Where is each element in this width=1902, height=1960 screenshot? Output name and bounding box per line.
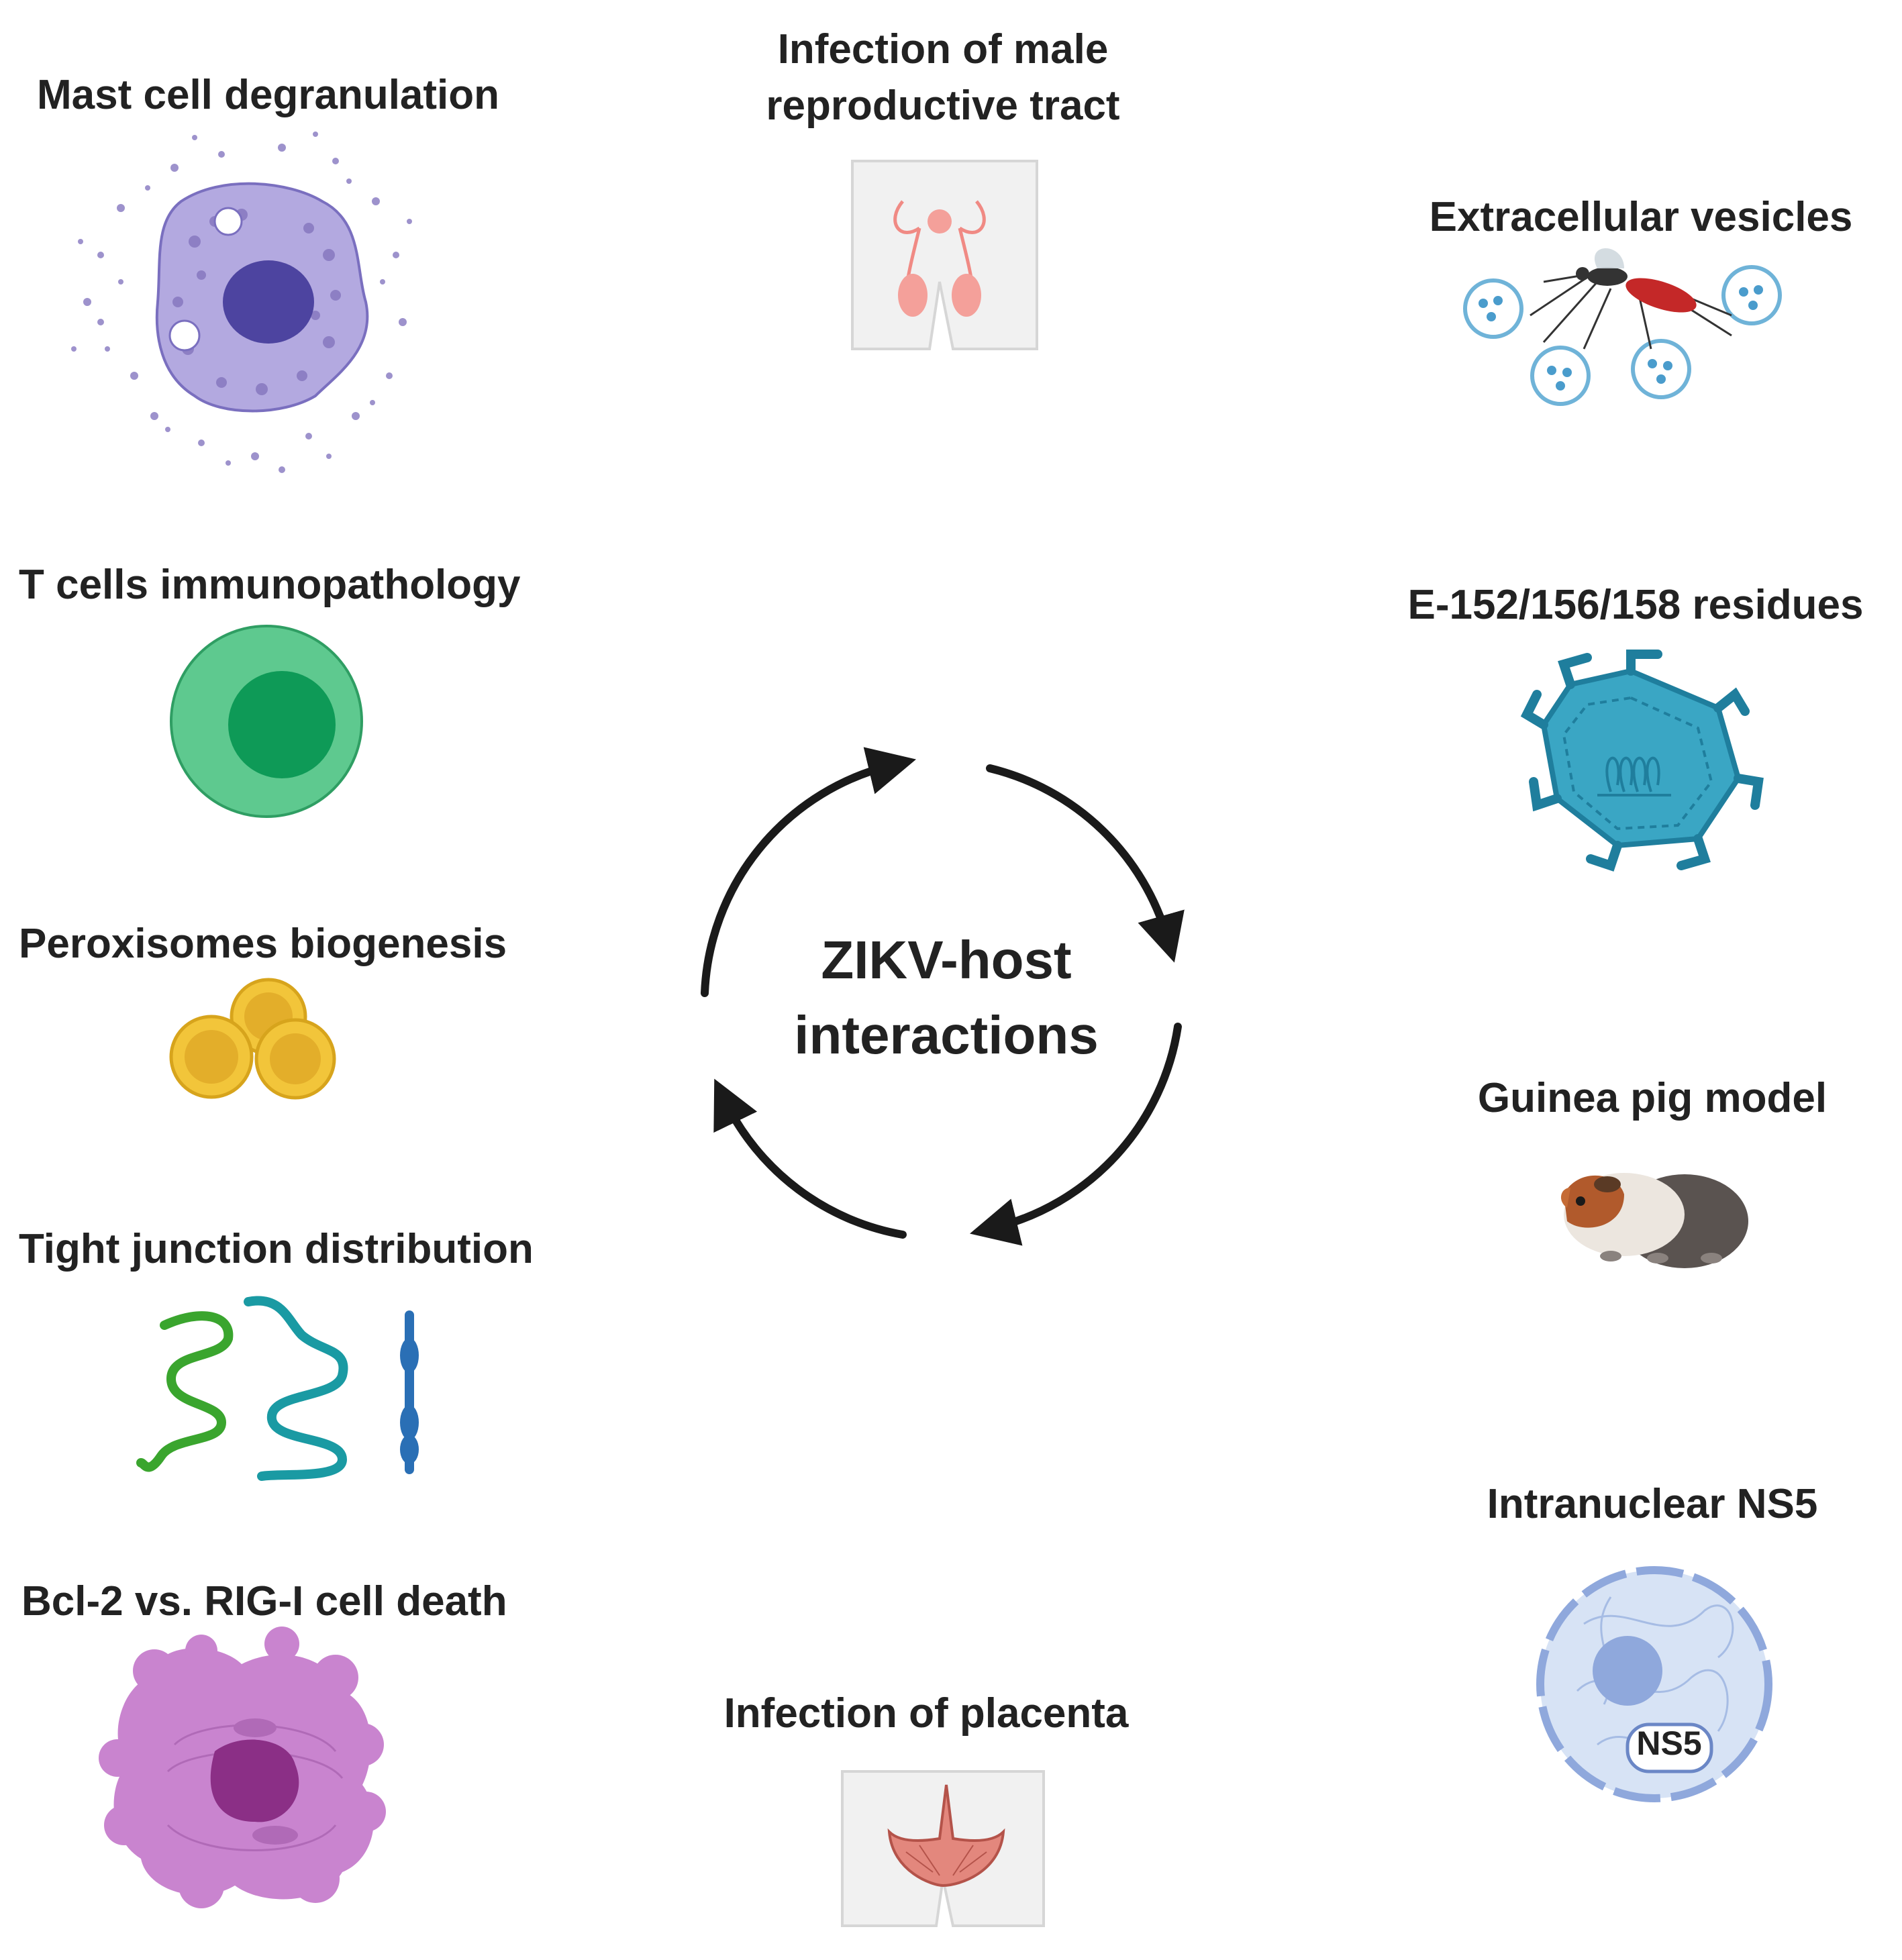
label-mast-cell-degranulation: Mast cell degranulation bbox=[37, 72, 500, 118]
cycle-arrow-bottom-right bbox=[970, 1023, 1182, 1246]
cycle-arrow-top-left bbox=[701, 747, 917, 997]
label-t-cells-immunopathology: T cells immunopathology bbox=[19, 562, 521, 608]
label-extracellular-vesicles: Extracellular vesicles bbox=[1429, 194, 1853, 240]
label-infection-male-tract: Infection of male reproductive tract bbox=[766, 21, 1119, 134]
cycle-arrow-top-right bbox=[986, 764, 1185, 963]
center-title-line1: ZIKV-host bbox=[821, 930, 1072, 990]
guinea-pig-icon bbox=[1560, 1173, 1748, 1268]
label-guinea-pig-model: Guinea pig model bbox=[1477, 1075, 1828, 1121]
center-title: ZIKV-host interactions bbox=[794, 923, 1098, 1073]
peroxisomes-icon bbox=[169, 978, 336, 1100]
label-infection-of-placenta: Infection of placenta bbox=[723, 1690, 1129, 1737]
label-bcl2-rig-i-cell-death: Bcl-2 vs. RIG-I cell death bbox=[21, 1578, 507, 1624]
label-e-residues: E-152/156/158 residues bbox=[1407, 582, 1864, 628]
placenta-icon bbox=[841, 1770, 1045, 1927]
label-infection-male-tract-line1: Infection of male bbox=[777, 26, 1109, 72]
center-title-line2: interactions bbox=[794, 1005, 1099, 1065]
cycle-arrows bbox=[701, 747, 1185, 1246]
t-cell-icon bbox=[170, 625, 363, 818]
cycle-arrow-bottom-left bbox=[713, 1078, 907, 1239]
male-reproductive-tract-icon bbox=[851, 160, 1038, 350]
tight-junction-icon bbox=[136, 1296, 419, 1481]
label-infection-male-tract-line2: reproductive tract bbox=[766, 82, 1120, 129]
label-tight-junction-distribution: Tight junction distribution bbox=[19, 1226, 534, 1272]
mast-cell-icon bbox=[71, 132, 412, 473]
ns5-badge-label: NS5 bbox=[1636, 1724, 1702, 1762]
label-peroxisomes-biogenesis: Peroxisomes biogenesis bbox=[19, 921, 507, 967]
ns5-badge bbox=[1625, 1722, 1713, 1773]
apoptotic-cell-icon bbox=[99, 1627, 386, 1908]
label-intranuclear-ns5: Intranuclear NS5 bbox=[1487, 1481, 1818, 1527]
ns5-cell-icon bbox=[1536, 1566, 1772, 1802]
extracellular-vesicles-icon bbox=[1463, 248, 1782, 406]
virus-particle-icon bbox=[1520, 650, 1764, 872]
mosquito-icon bbox=[1530, 248, 1732, 350]
